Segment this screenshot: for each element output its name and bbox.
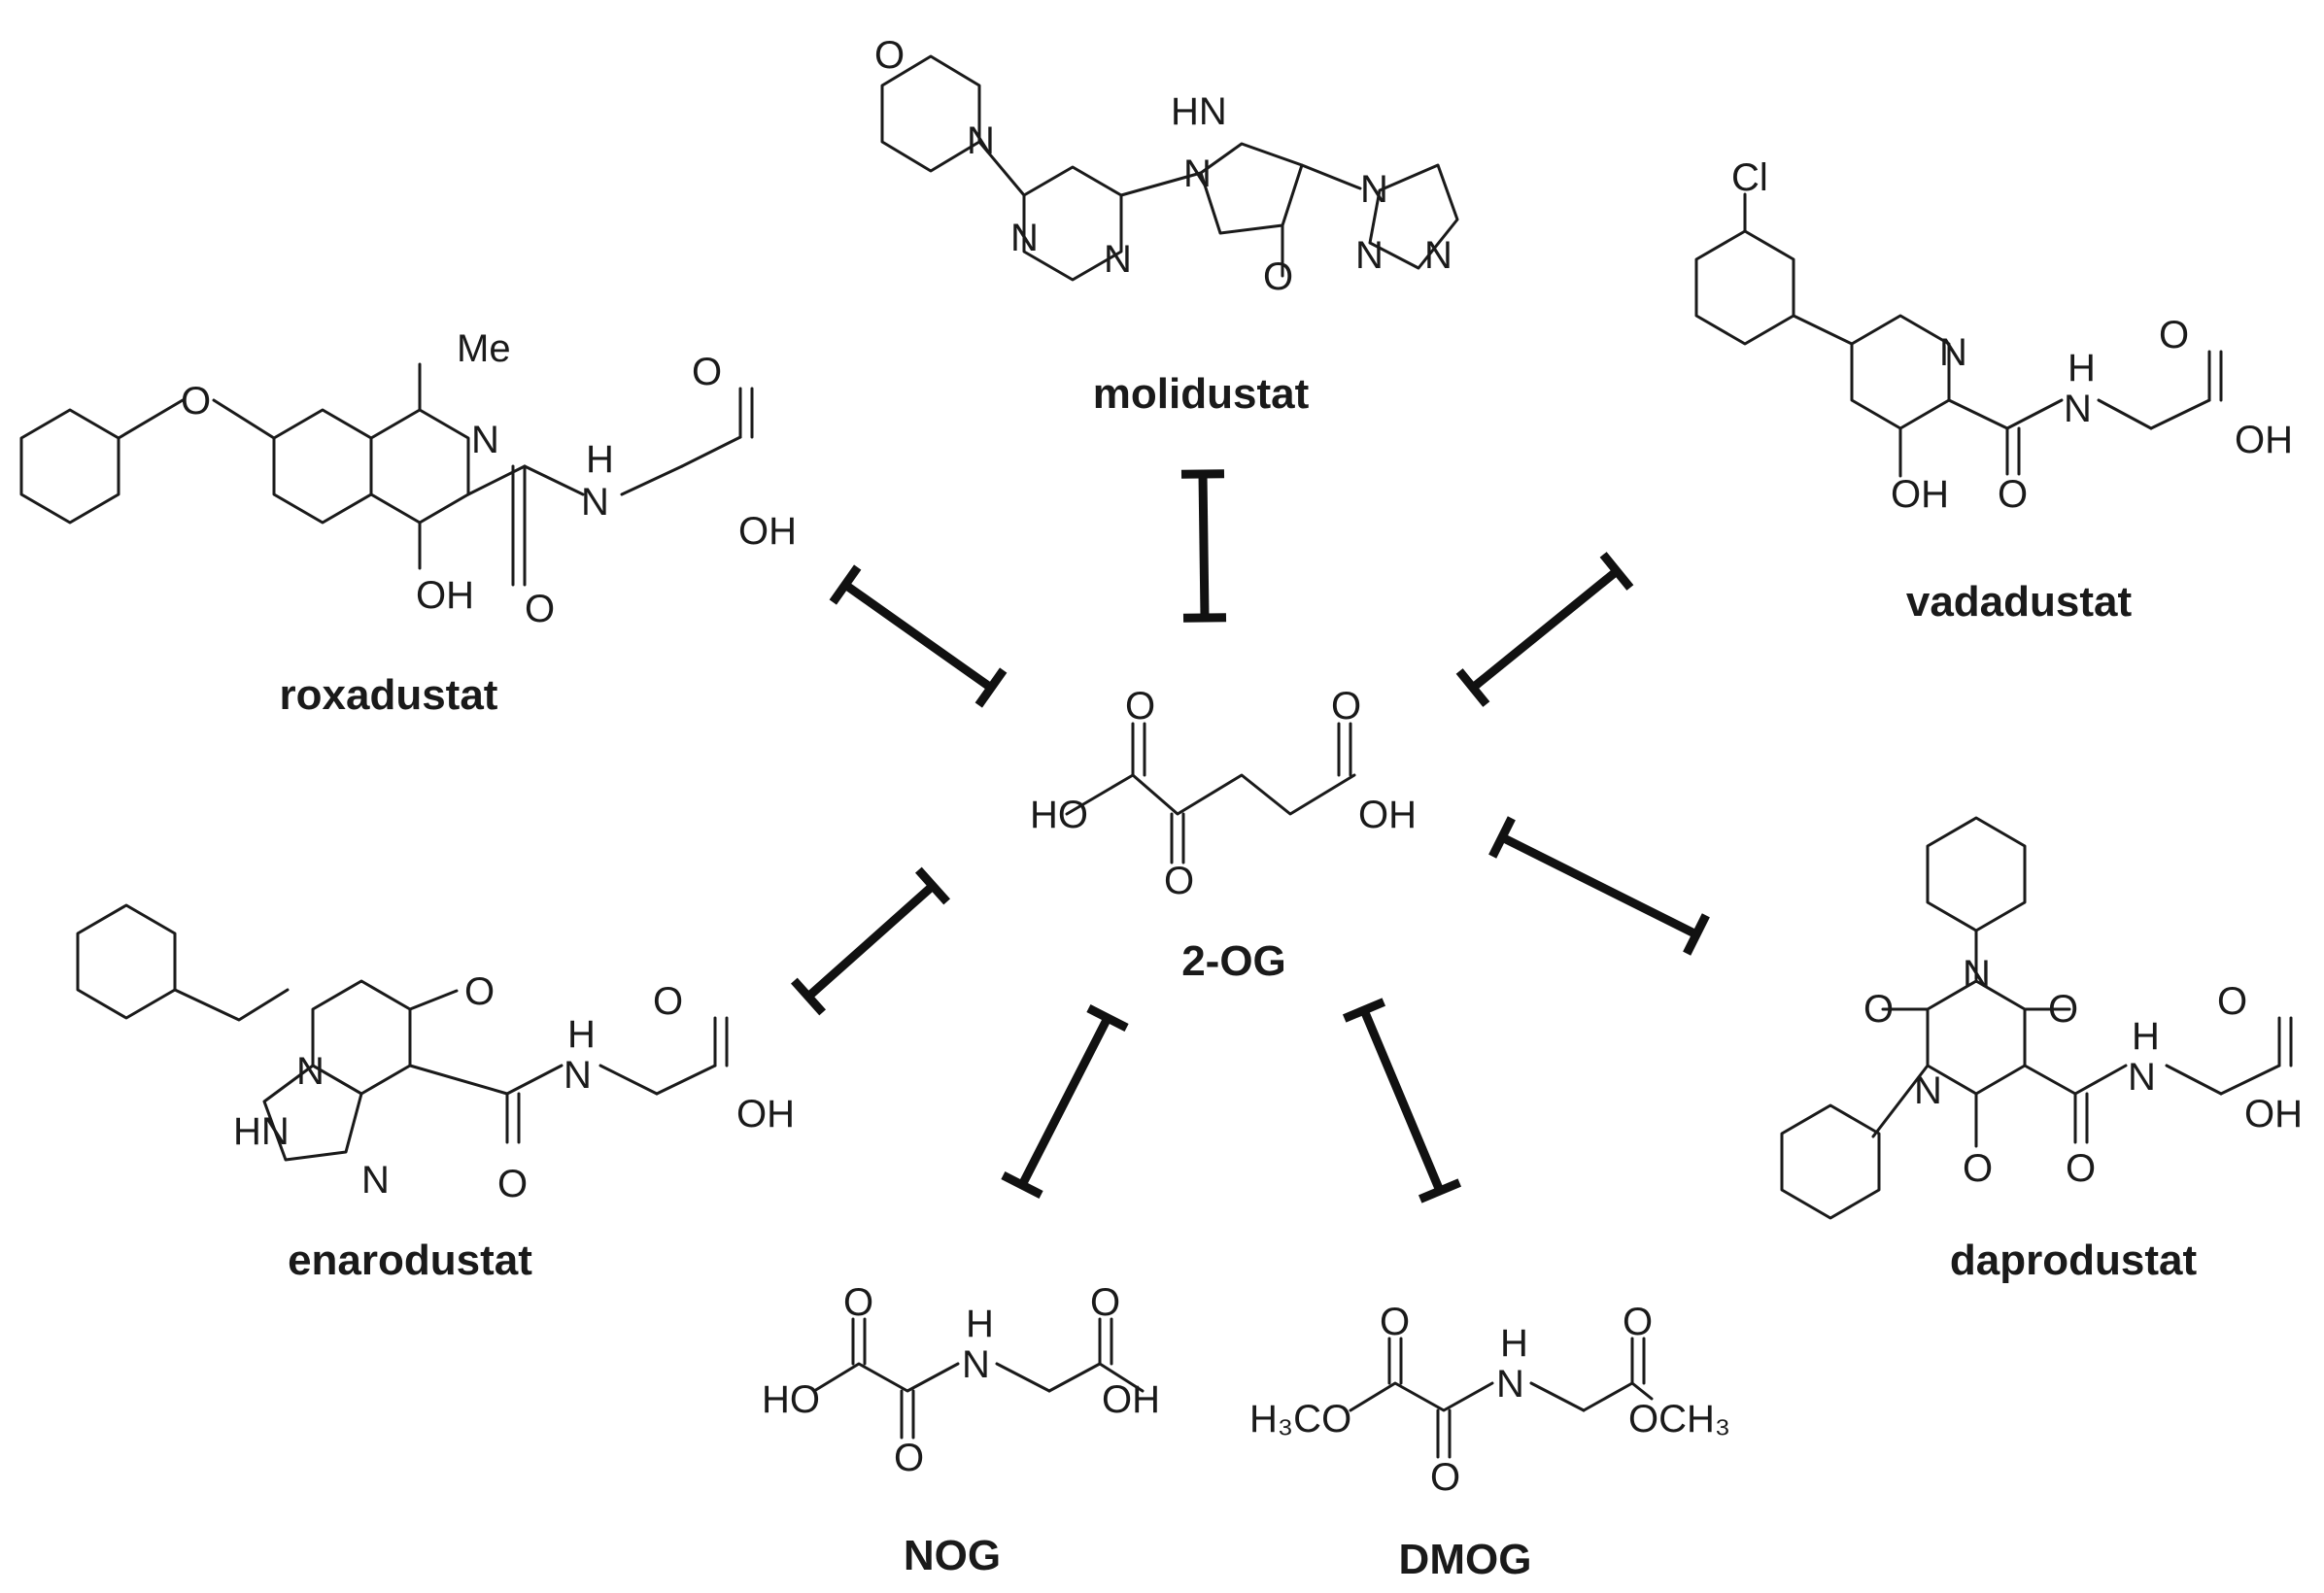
inhibition-arrow-roxadustat [829,564,1008,708]
compound-nog: HO O O N H O OH NOG [762,1281,1160,1579]
atom-label: OH [2235,419,2293,461]
inhibition-arrow-enarodustat [791,866,950,1016]
atom-label: N [564,1054,592,1097]
atom-label: N [1424,234,1452,277]
atom-label: OH [1891,473,1949,516]
atom-label: O [1090,1281,1120,1324]
atom-label: H [1500,1322,1528,1365]
atom-label: O [1963,1147,1993,1190]
compound-name-molidustat: molidustat [1093,370,1310,418]
atom-label: H₃CO [1249,1398,1351,1440]
compound-2-og: HO O O O OH 2-OG [1030,685,1417,985]
structure-dmog: H₃CO O O N H O OCH₃ [1249,1301,1730,1499]
compound-name-enarodustat: enarodustat [288,1237,532,1284]
atom-label: N [296,1050,325,1093]
compound-name-2-og: 2-OG [1181,937,1286,985]
atom-label: O [464,970,495,1013]
atom-label: O [653,980,683,1023]
structure-roxadustat: Me N O OH N H O O OH [19,327,797,630]
compound-daprodustat: N O O N O O N H O OH daprodustat [1780,816,2303,1284]
atom-label: O [1863,988,1894,1031]
atom-label: H [2068,347,2096,390]
atom-label: N [361,1159,390,1202]
compound-name-dmog: DMOG [1399,1536,1532,1583]
atom-label: HO [1030,794,1088,836]
compound-enarodustat: O N HN N O N H O OH enarodustat [76,903,795,1284]
compound-molidustat: O N N N HN N O N N N molidustat [874,34,1459,418]
atom-label: N [581,481,609,524]
atom-label: O [525,588,555,630]
structure-vadadustat: Cl N OH O N H O OH [1694,156,2293,516]
compound-name-vadadustat: vadadustat [1906,578,2133,626]
atom-label: H [586,438,614,481]
atom-label: N [1496,1363,1524,1406]
atom-label: OH [1358,794,1417,836]
atom-label: OH [736,1093,795,1135]
atom-label: OH [1102,1378,1160,1421]
atom-label: O [1164,860,1194,902]
atom-label: O [692,351,722,393]
atom-label: N [1183,153,1212,195]
atom-label: O [2066,1147,2096,1190]
atom-label: N [2128,1056,2156,1099]
compound-vadadustat: Cl N OH O N H O OH vadadustat [1694,156,2293,626]
atom-label: N [1104,238,1132,281]
atom-label: OCH₃ [1628,1398,1730,1440]
atom-label: HN [233,1110,290,1153]
structure-molidustat: O N N N HN N O N N N [874,34,1459,298]
atom-label: H [2132,1015,2160,1058]
inhibition-arrow-molidustat [1180,469,1227,623]
atom-label: O [181,380,211,423]
atom-label: O [497,1163,528,1205]
structure-daprodustat: N O O N O O N H O OH [1780,816,2303,1220]
structure-2-og: HO O O O OH [1030,685,1417,902]
structure-enarodustat: O N HN N O N H O OH [76,903,795,1205]
inhibition-arrow-daprodustat [1488,816,1710,956]
atom-label: Cl [1731,156,1768,199]
inhibition-arrow-dmog [1342,998,1462,1203]
atom-label: N [1939,331,1967,374]
atom-label: N [1010,217,1039,259]
atom-label: O [1331,685,1361,728]
atom-label: O [2048,988,2078,1031]
atom-label: O [1380,1301,1410,1343]
atom-label: O [2159,314,2189,356]
atom-label: H [567,1013,596,1056]
atom-label: O [1623,1301,1653,1343]
atom-label: O [843,1281,873,1324]
atom-label: O [1430,1456,1460,1499]
atom-label: O [874,34,905,77]
atom-label: HO [762,1378,820,1421]
compound-roxadustat: Me N O OH N H O O OH roxadustat [19,327,797,719]
atom-label: N [1360,168,1388,211]
atom-label: H [966,1303,994,1345]
atom-label: OH [416,574,474,617]
atom-label: HN [1171,90,1227,133]
atom-label: O [2217,980,2247,1023]
inhibition-arrow-nog [1001,1003,1129,1200]
atom-label: OH [2244,1093,2303,1135]
atom-label: Me [457,327,511,370]
atom-label: N [1355,234,1384,277]
compound-dmog: H₃CO O O N H O OCH₃ DMOG [1249,1301,1730,1583]
atom-label: N [471,419,499,461]
structure-nog: HO O O N H O OH [762,1281,1160,1479]
compound-name-nog: NOG [904,1532,1001,1579]
atom-label: N [962,1343,990,1386]
inhibition-arrows [791,469,1710,1203]
compound-name-daprodustat: daprodustat [1950,1237,2198,1284]
inhibition-arrow-vadadustat [1455,552,1634,707]
atom-label: N [967,119,995,162]
atom-label: O [894,1437,924,1479]
atom-label: OH [738,510,797,553]
atom-label: N [1914,1069,1942,1112]
atom-label: N [2064,388,2092,430]
atom-label: N [1963,953,1991,996]
atom-label: O [1125,685,1155,728]
atom-label: O [1998,473,2028,516]
atom-label: O [1263,255,1293,298]
compound-name-roxadustat: roxadustat [280,671,498,719]
